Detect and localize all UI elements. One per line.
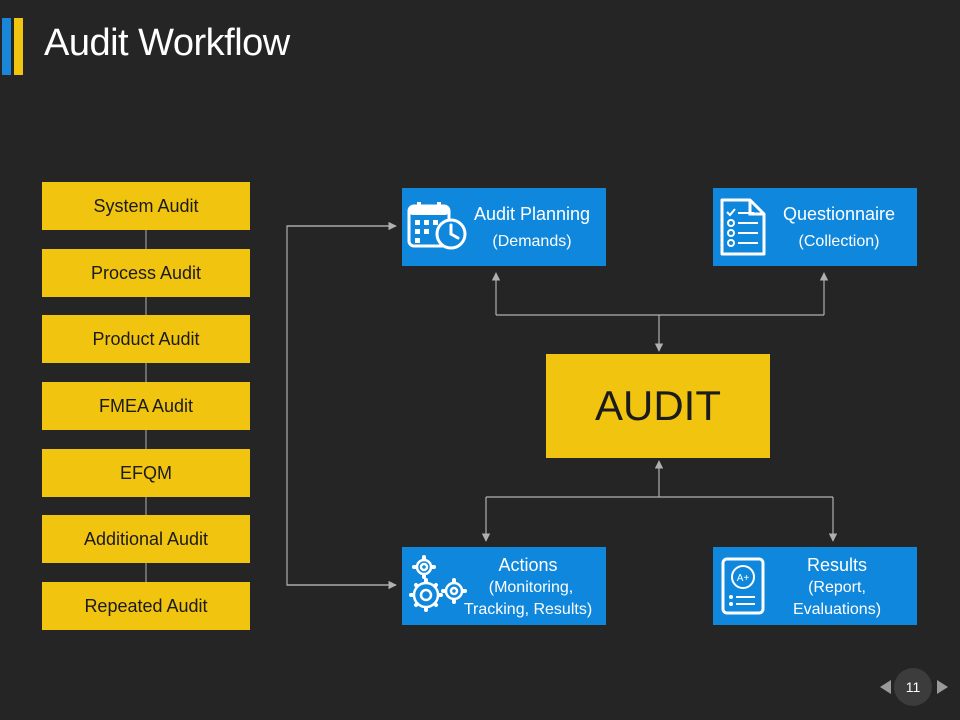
checklist-document-icon <box>720 198 766 261</box>
questionnaire-box[interactable]: Questionnaire (Collection) <box>713 188 917 266</box>
questionnaire-title: Questionnaire <box>782 204 896 224</box>
graded-report-icon: A+ <box>721 557 767 620</box>
audit-item-fmea[interactable]: FMEA Audit <box>42 382 250 430</box>
calendar-clock-icon <box>407 202 467 257</box>
questionnaire-subtitle: (Collection) <box>798 233 880 250</box>
results-subtitle-line-2: Evaluations) <box>792 601 882 618</box>
audit-item-additional[interactable]: Additional Audit <box>42 515 250 563</box>
actions-title: Actions <box>498 555 558 575</box>
bracket-connector <box>286 225 396 586</box>
next-slide-icon[interactable] <box>937 680 948 694</box>
results-box[interactable]: A+ Results (Report, Evaluations) <box>713 547 917 625</box>
audit-item-process[interactable]: Process Audit <box>42 249 250 297</box>
title-accent-yellow-bar <box>14 18 23 75</box>
actions-subtitle-line-1: (Monitoring, <box>488 579 574 596</box>
title-accent-blue-bar <box>2 18 11 75</box>
audit-planning-title: Audit Planning <box>473 204 591 224</box>
audit-item-product[interactable]: Product Audit <box>42 315 250 363</box>
audit-planning-box[interactable]: Audit Planning (Demands) <box>402 188 606 266</box>
previous-slide-icon[interactable] <box>880 680 891 694</box>
page-number: 11 <box>894 668 932 706</box>
page-title: Audit Workflow <box>44 22 290 64</box>
audit-center-box[interactable]: AUDIT <box>546 354 770 458</box>
svg-text:A+: A+ <box>737 573 750 584</box>
audit-item-system[interactable]: System Audit <box>42 182 250 230</box>
actions-subtitle-line-2: Tracking, Results) <box>463 601 593 618</box>
gears-icon <box>408 555 468 622</box>
audit-planning-subtitle: (Demands) <box>492 233 572 250</box>
slide-pager: 11 <box>880 668 960 706</box>
results-subtitle-line-1: (Report, <box>808 579 866 596</box>
audit-item-repeated[interactable]: Repeated Audit <box>42 582 250 630</box>
audit-item-efqm[interactable]: EFQM <box>42 449 250 497</box>
results-title: Results <box>806 555 868 575</box>
actions-box[interactable]: Actions (Monitoring, Tracking, Results) <box>402 547 606 625</box>
